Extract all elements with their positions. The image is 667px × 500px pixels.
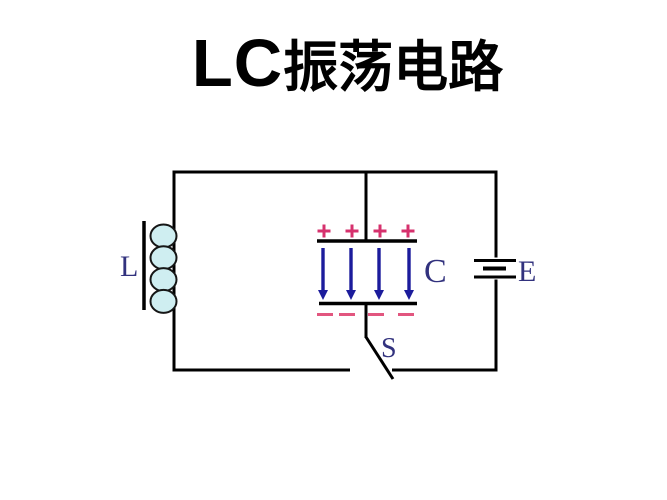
slide-title: LC振荡电路 bbox=[14, 28, 667, 100]
inductor-coil-turn bbox=[149, 288, 178, 314]
plus-charge-icon bbox=[373, 224, 387, 238]
plus-charge-icon bbox=[401, 224, 415, 238]
inductor-coil-turn bbox=[149, 223, 178, 249]
battery: E bbox=[474, 255, 536, 288]
electric-field-arrows bbox=[318, 248, 414, 300]
battery-label: E bbox=[518, 255, 536, 288]
plus-charge-icon bbox=[317, 224, 331, 238]
inductor-coil-turn bbox=[149, 245, 178, 271]
switch-label: S bbox=[381, 333, 397, 364]
plus-charge-icon bbox=[345, 224, 359, 238]
title-latin-text: LC bbox=[191, 26, 284, 101]
capacitor: C bbox=[317, 172, 447, 306]
switch: S bbox=[364, 303, 397, 380]
switch-blade bbox=[364, 336, 395, 380]
inductor-coil-turn bbox=[149, 267, 178, 293]
field-arrow-down-icon bbox=[374, 248, 384, 300]
inductor: L bbox=[120, 221, 178, 314]
field-arrow-down-icon bbox=[346, 248, 356, 300]
capacitor-label: C bbox=[424, 253, 447, 290]
inductor-label: L bbox=[120, 250, 138, 283]
field-arrow-down-icon bbox=[318, 248, 328, 300]
field-arrow-down-icon bbox=[404, 248, 414, 300]
title-cjk-text: 振荡电路 bbox=[283, 36, 504, 98]
positive-charge-row bbox=[317, 224, 415, 238]
